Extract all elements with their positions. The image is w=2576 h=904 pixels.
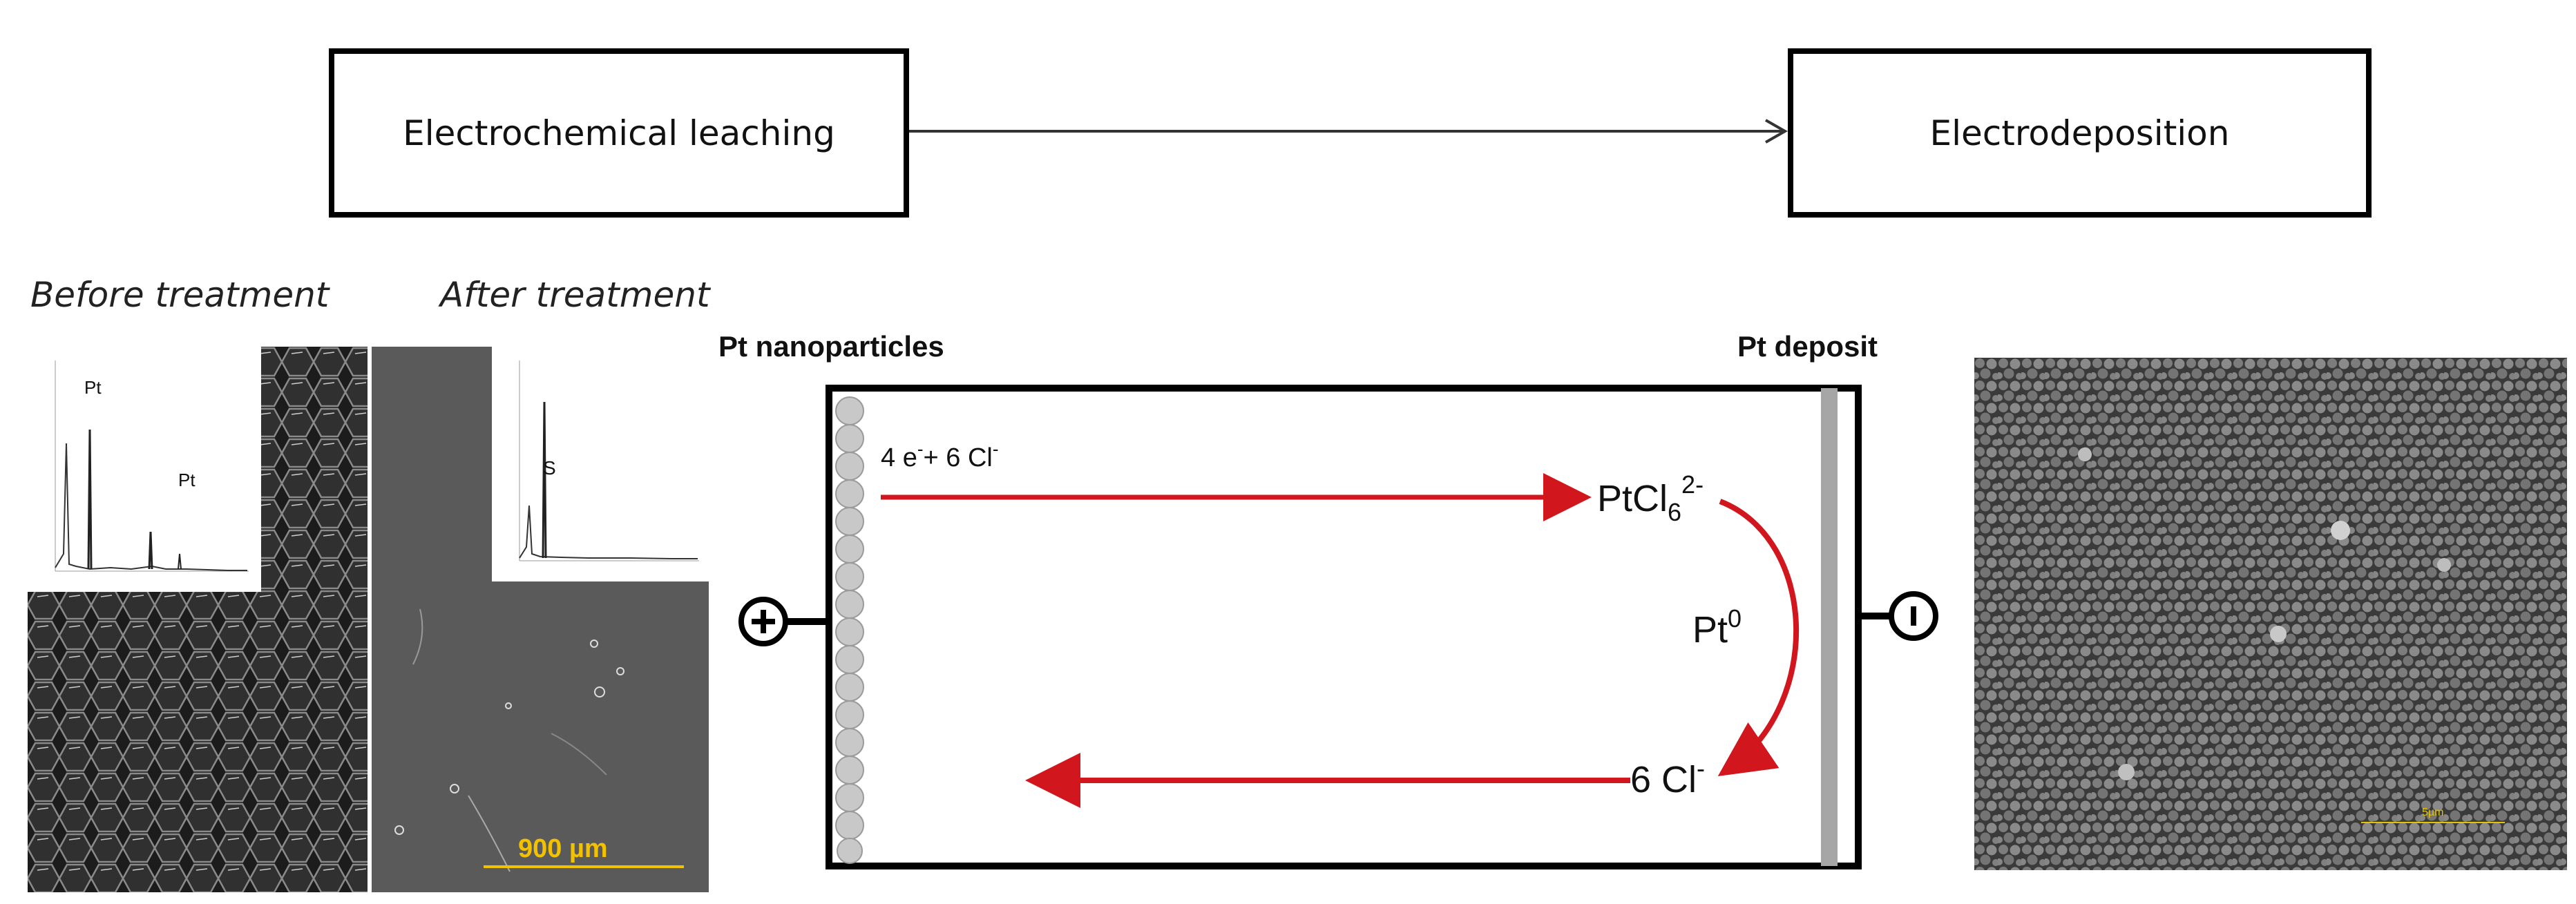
spectrum-after-peak-label: S bbox=[543, 457, 556, 479]
flow-box-electrodeposition: Electrodeposition bbox=[1788, 48, 2372, 218]
flow-step-electrodeposition-label: Electrodeposition bbox=[1929, 113, 2230, 153]
before-treatment-caption: Before treatment bbox=[30, 275, 330, 315]
spectrum-before-peak1-label: Pt bbox=[84, 377, 102, 398]
flow-box-leaching: Electrochemical leaching bbox=[329, 48, 909, 218]
chloride-out-label: 6 Cl- bbox=[1630, 754, 1705, 800]
cathode-plate bbox=[1821, 388, 1838, 866]
eds-spectrum-after: S bbox=[492, 347, 709, 581]
pt0-label: Pt0 bbox=[1692, 604, 1742, 651]
cell-body bbox=[826, 385, 1862, 869]
sem-image-pt-deposit bbox=[1974, 358, 2567, 870]
hexachloroplatinate-label: PtCl62- bbox=[1597, 470, 1704, 526]
scale-bar-5um: 5µm bbox=[2361, 807, 2505, 834]
scale-bar-5um-label: 5µm bbox=[2422, 807, 2444, 818]
scale-bar-900um-label: 900 µm bbox=[518, 834, 608, 863]
cathode-label: Pt deposit bbox=[1737, 330, 1878, 363]
spectrum-before-peak2-label: Pt bbox=[178, 470, 195, 490]
flow-arrow bbox=[909, 119, 1788, 144]
electron-chloride-label: 4 e-+ 6 Cl- bbox=[881, 439, 999, 472]
arrow-reduction bbox=[1717, 499, 1799, 776]
scale-bar-900um: 900 µm bbox=[484, 834, 684, 868]
anode-label: Pt nanoparticles bbox=[718, 330, 944, 363]
after-treatment-caption: After treatment bbox=[440, 275, 710, 315]
anode-nanoparticles bbox=[835, 396, 864, 864]
electrochemical-cell: 4 e-+ 6 Cl- PtCl62- Pt0 6 Cl- bbox=[738, 385, 1938, 869]
eds-spectrum-before: Pt Pt bbox=[28, 347, 261, 592]
flow-step-leaching-label: Electrochemical leaching bbox=[403, 113, 835, 153]
